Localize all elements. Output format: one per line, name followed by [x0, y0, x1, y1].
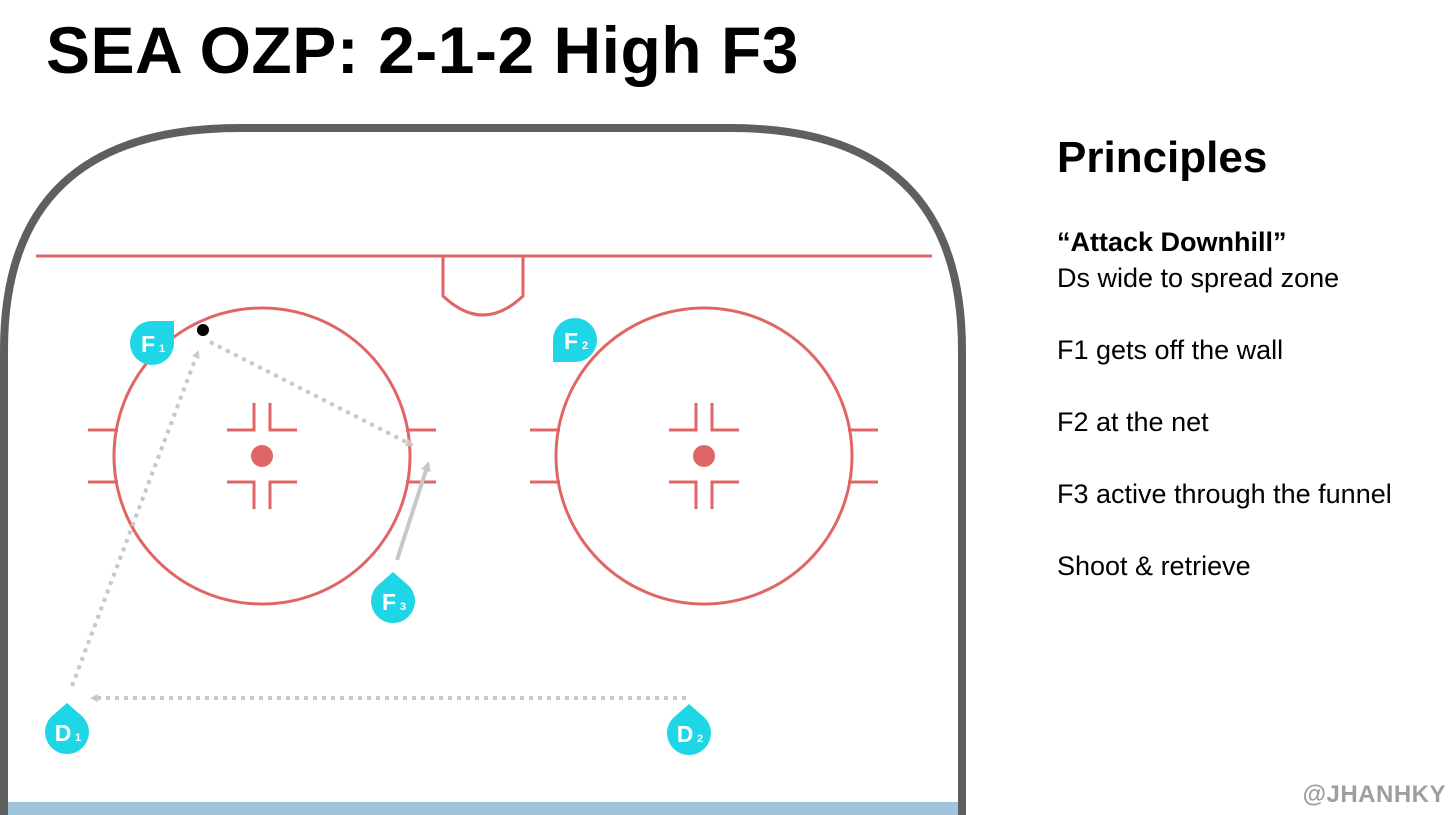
player-f3-letter: F — [382, 589, 396, 615]
player-d1-sub: 1 — [75, 732, 81, 744]
puck — [197, 324, 209, 336]
player-f2: F 2 — [553, 318, 597, 362]
player-f2-marker — [553, 318, 597, 362]
left-faceoff-dot — [251, 445, 273, 467]
principle-ds-wide: Ds wide to spread zone — [1057, 263, 1340, 293]
page-title: SEA OZP: 2-1-2 High F3 — [46, 13, 799, 87]
player-f1: F 1 — [130, 321, 174, 365]
pass-path-d1-to-f1 — [70, 350, 200, 687]
watermark: @JHANHKY — [1302, 781, 1446, 808]
player-d1-letter: D — [55, 720, 72, 746]
player-f3-marker — [371, 572, 415, 624]
principles-heading: Principles — [1057, 133, 1268, 182]
principle-f3-funnel: F3 active through the funnel — [1057, 479, 1392, 509]
principle-f1-off-wall: F1 gets off the wall — [1057, 335, 1284, 365]
rink-boards — [0, 124, 966, 815]
player-d2: D 2 — [667, 704, 711, 756]
player-f1-letter: F — [141, 331, 155, 357]
principle-attack-downhill: “Attack Downhill” — [1057, 227, 1287, 257]
player-f2-sub: 2 — [582, 340, 588, 352]
player-f1-sub: 1 — [159, 343, 165, 355]
player-f3: F 3 — [371, 572, 415, 624]
player-f2-letter: F — [564, 328, 578, 354]
blue-line — [8, 802, 958, 815]
principle-f2-net: F2 at the net — [1057, 407, 1209, 437]
player-f3-sub: 3 — [400, 601, 406, 613]
player-d1: D 1 — [45, 703, 89, 755]
player-d2-sub: 2 — [697, 733, 703, 745]
pass-path-f1-to-slot — [209, 340, 414, 447]
principles-panel: Principles “Attack Downhill” Ds wide to … — [1057, 132, 1452, 584]
player-f1-marker — [130, 321, 174, 365]
player-d1-marker — [45, 703, 89, 755]
player-d2-letter: D — [677, 721, 694, 747]
skate-path-f3 — [395, 461, 431, 561]
goal-crease — [441, 256, 525, 317]
principle-shoot-retrieve: Shoot & retrieve — [1057, 551, 1251, 581]
right-faceoff-dot — [693, 445, 715, 467]
player-d2-marker — [667, 704, 711, 756]
principles-list: “Attack Downhill” Ds wide to spread zone… — [1057, 224, 1452, 584]
right-faceoff-circle — [530, 306, 878, 606]
